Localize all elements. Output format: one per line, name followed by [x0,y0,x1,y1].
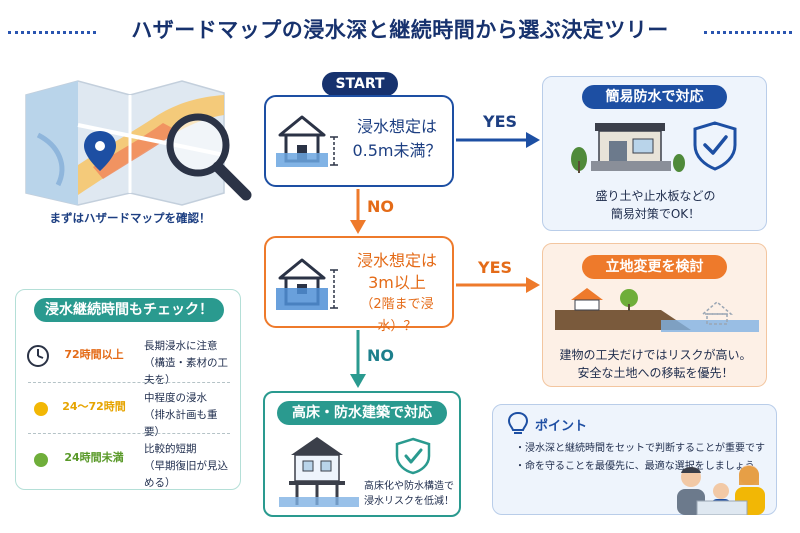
arrow-no-2 [350,330,366,388]
duration-desc-short-line1: 比較的短期 [144,443,197,455]
point-title: ポイント [535,419,588,434]
duration-desc-short: 比較的短期 （早期復旧が見込める） [144,441,232,492]
elevated-house-icon [279,437,359,507]
arrow-no-1 [350,189,366,234]
no-label-2: NO [367,346,394,365]
result-relocate-line2: 安全な土地への移転を優先！ [577,366,734,380]
title-dots-left [8,31,96,35]
question-2-line2: 3m以上 [368,273,426,292]
arrow-yes-1 [456,132,540,148]
clock-icon [27,345,49,367]
duration-desc-long-line1: 長期浸水に注意 [144,340,218,352]
question-1-line2: 0.5m未満？ [352,141,442,160]
point-panel: ポイント ・浸水深と継続時間をセットで判断することが重要です ・命を守ることを最… [492,404,777,515]
house-shallow-water-icon [276,115,338,167]
duration-label-long: 72時間以上 [64,348,124,361]
green-dot-icon [34,453,48,467]
duration-row-long: 72時間以上 長期浸水に注意 （構造・素材の工夫を） [26,334,232,386]
result-relocate-text: 建物の工夫だけではリスクが高い。 安全な土地への移転を優先！ [543,346,768,382]
yes-label-2: YES [478,258,513,277]
duration-desc-mid-line1: 中程度の浸水 [144,392,207,404]
point-item-2: ・命を守ることを最優先に、最適な選択をしましょう [515,461,755,472]
question-2-line1: 浸水想定は [356,251,437,270]
arrow-yes-2 [456,277,540,293]
result-elevate-line1: 高床化や防水構造で [364,481,454,492]
yes-label-1: YES [483,112,518,131]
duration-desc-short-line2: （早期復旧が見込める） [144,460,228,489]
title-dots-right [704,31,792,35]
question-1-text: 浸水想定は 0.5m未満？ [344,115,450,163]
duration-row-mid: 24〜72時間 中程度の浸水 （排水計画も重要） [26,386,232,438]
point-item-1: ・浸水深と継続時間をセットで判断することが重要です [515,443,765,454]
duration-check-title: 浸水継続時間もチェック！ [34,298,224,322]
result-elevate-text: 高床化や防水構造で 浸水リスクを低減！ [357,479,461,509]
result-elevate-title: 高床・防水建築で対応 [277,401,447,425]
duration-check-panel: 浸水継続時間もチェック！ 72時間以上 長期浸水に注意 （構造・素材の工夫を） … [15,289,241,490]
lightbulb-icon [507,411,529,434]
shield-check-icon [693,121,737,171]
hazard-map-illustration [25,80,252,206]
duration-desc-long: 長期浸水に注意 （構造・素材の工夫を） [144,338,232,389]
magnifier-icon [166,113,252,201]
result-relocate-panel: 立地変更を検討 建物の工夫だけではリスクが高い。 安全な土地への移転を優先！ [542,243,767,387]
result-relocate-title: 立地変更を検討 [582,255,727,279]
house-barrier-icon [571,121,737,173]
duration-desc-long-line2: （構造・素材の工夫を） [144,357,228,386]
result-simple-text: 盛り土や止水板などの 簡易対策でOK！ [543,187,768,223]
relocation-illustration [555,288,759,332]
result-elevate-panel: 高床・防水建築で対応 高床化や防水構造で 浸水リスクを低減！ [263,391,461,517]
question-2-text: 浸水想定は 3m以上 （2階まで浸水）？ [344,250,450,338]
yellow-dot-icon [34,402,48,416]
duration-row-short: 24時間未満 比較的短期 （早期復旧が見込める） [26,437,232,489]
duration-label-short: 24時間未満 [64,451,124,464]
page-title: ハザードマップの浸水深と継続時間から選ぶ決定ツリー [131,18,669,42]
result-relocate-line1: 建物の工夫だけではリスクが高い。 [559,348,752,362]
result-elevate-line2: 浸水リスクを低減！ [364,496,454,507]
question-1-line1: 浸水想定は [356,117,437,136]
result-simple-line1: 盛り土や止水板などの [595,189,716,203]
result-simple-title: 簡易防水で対応 [582,85,727,109]
duration-desc-mid-line2: （排水計画も重要） [144,409,218,438]
duration-divider [28,433,230,434]
duration-divider [28,382,230,383]
question-2-line3: （2階まで浸水）？ [360,297,434,334]
duration-label-mid: 24〜72時間 [62,400,126,413]
map-pin-icon [84,131,116,171]
no-label-1: NO [367,197,394,216]
question-2-box: 浸水想定は 3m以上 （2階まで浸水）？ [264,236,454,334]
start-badge: START [322,72,398,96]
question-1-box: 浸水想定は 0.5m未満？ [264,95,454,187]
result-simple-line2: 簡易対策でOK！ [610,207,701,221]
map-caption: まずはハザードマップを確認！ [49,211,211,225]
family-illustration [677,465,765,515]
house-deep-water-icon [276,258,338,310]
result-simple-panel: 簡易防水で対応 盛り土や止水板などの 簡易対策でOK！ [542,76,767,231]
duration-desc-mid: 中程度の浸水 （排水計画も重要） [144,390,232,441]
teal-shield-check-icon [395,437,431,475]
